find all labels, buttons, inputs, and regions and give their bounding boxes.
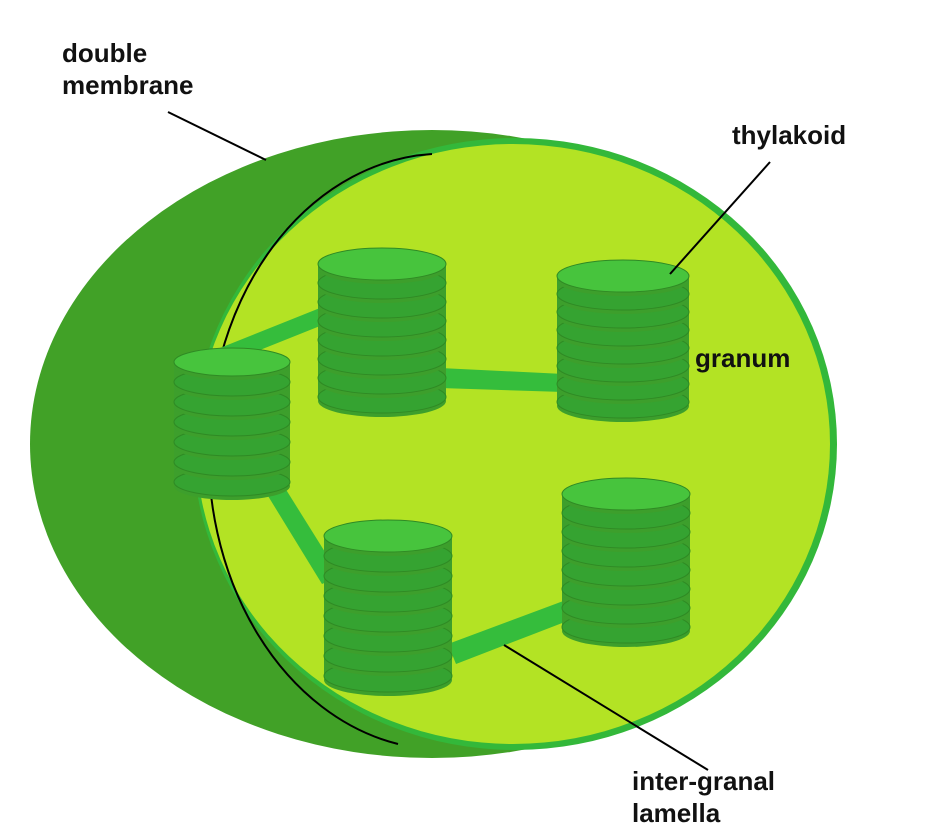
inter-granal-leader-line [503,644,709,771]
granum-bottom-left [323,519,453,696]
thylakoid-disk-top [561,477,691,511]
thylakoid-label: thylakoid [732,120,846,150]
granum-label: granum [695,343,790,373]
thylakoid-disk-top [317,247,447,281]
double-membrane-leader-line [167,111,267,161]
double-membrane-label-line2: membrane [62,70,194,100]
granum-top-right [556,259,690,422]
thylakoid-leader-line [669,161,771,275]
thylakoid-disk-top [323,519,453,553]
inter-granal-label-line1: inter-granal [632,766,775,796]
lamella-bottom-to-right [448,600,570,664]
thylakoid-disk-top [173,347,291,377]
granum-left-partial [173,347,291,500]
stroma [196,144,830,744]
grana [173,247,691,696]
double-membrane-label-line1: double [62,38,147,68]
inter-granal-label-line2: lamella [632,798,721,828]
granum-bottom-right [561,477,691,647]
thylakoid-disk-top [556,259,690,293]
granum-top-left [317,247,447,417]
lamella-top-to-right [440,368,564,392]
